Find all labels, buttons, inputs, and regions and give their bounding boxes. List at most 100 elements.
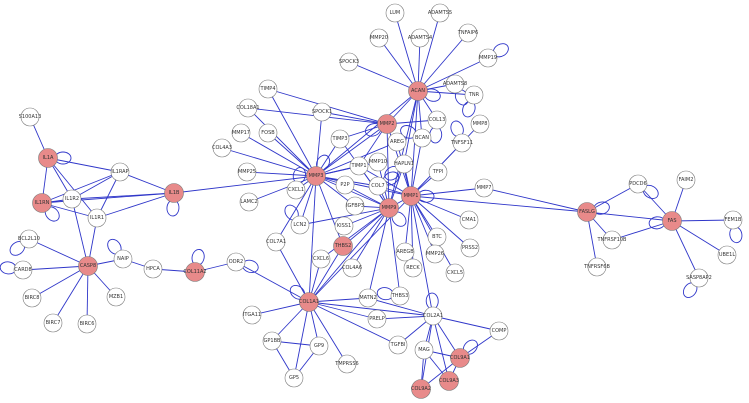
node-circle-tmprss6[interactable] xyxy=(337,354,357,374)
node-p2p[interactable]: P2P xyxy=(335,175,355,195)
node-mmp26[interactable]: MMP26 xyxy=(425,244,445,264)
node-circle-mmp9[interactable] xyxy=(379,198,399,218)
node-mag[interactable]: MAG xyxy=(414,340,434,360)
node-circle-gp1bb[interactable] xyxy=(262,331,282,351)
node-timp4[interactable]: TIMP4 xyxy=(258,79,278,99)
node-circle-faslg[interactable] xyxy=(577,202,597,222)
node-circle-acan[interactable] xyxy=(408,81,428,101)
node-circle-tnr[interactable] xyxy=(464,85,484,105)
node-col9a1[interactable]: COL9A1 xyxy=(450,348,470,368)
node-col18a1[interactable]: COL18A1 xyxy=(236,98,260,118)
node-fem1b[interactable]: FEM1B xyxy=(723,210,743,230)
node-circle-naip[interactable] xyxy=(113,249,133,269)
node-col2a1[interactable]: COL2A1 xyxy=(423,306,443,326)
node-circle-mmp1[interactable] xyxy=(401,186,421,206)
node-col1a1[interactable]: COL1A1 xyxy=(299,292,319,312)
node-circle-areg[interactable] xyxy=(387,132,407,152)
node-cma1[interactable]: CMA1 xyxy=(459,210,479,230)
node-circle-mzb1[interactable] xyxy=(106,287,126,307)
node-circle-tnfaip6[interactable] xyxy=(458,23,478,43)
node-circle-fem1b[interactable] xyxy=(723,210,743,230)
node-tmprss6[interactable]: TMPRSS6 xyxy=(334,354,359,374)
node-mmp2[interactable]: MMP2 xyxy=(377,114,397,134)
node-circle-col9a3[interactable] xyxy=(439,371,459,391)
node-circle-s100a13[interactable] xyxy=(20,107,40,127)
node-bcan[interactable]: BCAN xyxy=(412,128,432,148)
node-circle-hapln1[interactable] xyxy=(394,154,414,174)
node-casp8[interactable]: CASP8 xyxy=(78,256,98,276)
node-circle-prelp[interactable] xyxy=(367,309,387,329)
node-il1rn[interactable]: IL1RN xyxy=(32,193,52,213)
node-circle-col7[interactable] xyxy=(368,176,388,196)
node-circle-adamts5[interactable] xyxy=(430,3,450,23)
node-col9a3[interactable]: COL9A3 xyxy=(439,371,459,391)
node-circle-cma1[interactable] xyxy=(459,210,479,230)
node-circle-igfbp3[interactable] xyxy=(345,196,365,216)
node-col4a3[interactable]: COL4A3 xyxy=(212,138,232,158)
node-circle-mmp3[interactable] xyxy=(306,166,326,186)
node-spock1[interactable]: SPOCK1 xyxy=(312,102,332,122)
node-circle-mag[interactable] xyxy=(414,340,434,360)
node-acan[interactable]: ACAN xyxy=(408,81,428,101)
node-mmp8[interactable]: MMP8 xyxy=(470,114,490,134)
node-fosb[interactable]: FOSB xyxy=(258,123,278,143)
node-sasp8ap2[interactable]: SASP8AP2 xyxy=(686,268,712,288)
node-circle-sasp8ap2[interactable] xyxy=(689,268,709,288)
node-circle-il1r2[interactable] xyxy=(62,189,82,209)
node-circle-col7a1[interactable] xyxy=(266,232,286,252)
node-circle-gp9[interactable] xyxy=(309,336,329,356)
node-adamts5[interactable]: ADAMTS5 xyxy=(428,3,452,23)
node-circle-il1b[interactable] xyxy=(164,183,184,203)
node-circle-spock1[interactable] xyxy=(312,102,332,122)
node-circle-comp[interactable] xyxy=(489,321,509,341)
node-circle-matn2[interactable] xyxy=(358,288,378,308)
node-circle-col13[interactable] xyxy=(427,110,447,130)
node-odr2[interactable]: ODR2 xyxy=(226,252,246,272)
node-col7a1[interactable]: COL7A1 xyxy=(266,232,286,252)
node-thbs2[interactable]: THBS2 xyxy=(333,236,353,256)
node-circle-il1rap[interactable] xyxy=(110,162,130,182)
node-circle-aregb[interactable] xyxy=(395,242,415,262)
node-circle-col1a1[interactable] xyxy=(299,292,319,312)
node-circle-faim2[interactable] xyxy=(676,170,696,190)
node-lum[interactable]: LUM xyxy=(385,3,405,23)
node-tnfaip6[interactable]: TNFAIP6 xyxy=(457,23,478,43)
node-bcl2l10[interactable]: BCL2L10 xyxy=(18,229,40,249)
node-circle-tfpi[interactable] xyxy=(428,162,448,182)
node-lcn2[interactable]: LCN2 xyxy=(290,215,310,235)
node-circle-tnfsf11[interactable] xyxy=(452,133,472,153)
node-aregb[interactable]: AREGB xyxy=(395,242,415,262)
node-birc7[interactable]: BIRC7 xyxy=(43,313,63,333)
node-circle-mmp8[interactable] xyxy=(470,114,490,134)
node-circle-birc8[interactable] xyxy=(22,288,42,308)
node-col4a6[interactable]: COL4A6 xyxy=(342,258,362,278)
node-circle-col18a1[interactable] xyxy=(238,98,258,118)
node-il1b[interactable]: IL1B xyxy=(164,183,184,203)
node-il1a[interactable]: IL1A xyxy=(38,148,58,168)
node-adamts4[interactable]: ADAMTS4 xyxy=(408,28,432,48)
node-fas[interactable]: FAS xyxy=(662,211,682,231)
node-circle-timp1[interactable] xyxy=(349,156,369,176)
node-circle-fosb[interactable] xyxy=(258,123,278,143)
node-col7[interactable]: COL7 xyxy=(368,176,388,196)
node-mmp25[interactable]: MMP25 xyxy=(237,162,257,182)
node-circle-birc6[interactable] xyxy=(77,314,97,334)
node-circle-bcan[interactable] xyxy=(412,128,432,148)
node-igfbp3[interactable]: IGFBP3 xyxy=(345,196,365,216)
node-faslg[interactable]: FASLG xyxy=(577,202,597,222)
node-circle-itga11[interactable] xyxy=(242,305,262,325)
node-circle-prss2[interactable] xyxy=(460,238,480,258)
node-il1rap[interactable]: IL1RAP xyxy=(110,162,130,182)
node-circle-col2a1[interactable] xyxy=(423,306,443,326)
node-circle-cxcl5[interactable] xyxy=(445,263,465,283)
node-circle-birc7[interactable] xyxy=(43,313,63,333)
node-cxcl1[interactable]: CXCL1 xyxy=(286,180,306,200)
node-spock3[interactable]: SPOCK3 xyxy=(339,52,359,72)
node-circle-cxcl1[interactable] xyxy=(286,180,306,200)
node-circle-reck[interactable] xyxy=(403,258,423,278)
node-circle-gp5[interactable] xyxy=(284,368,304,388)
node-cxcl5[interactable]: CXCL5 xyxy=(445,263,465,283)
node-kiss1[interactable]: KISS1 xyxy=(334,216,354,236)
node-mmp19[interactable]: MMP19 xyxy=(478,48,498,68)
node-circle-fas[interactable] xyxy=(662,211,682,231)
